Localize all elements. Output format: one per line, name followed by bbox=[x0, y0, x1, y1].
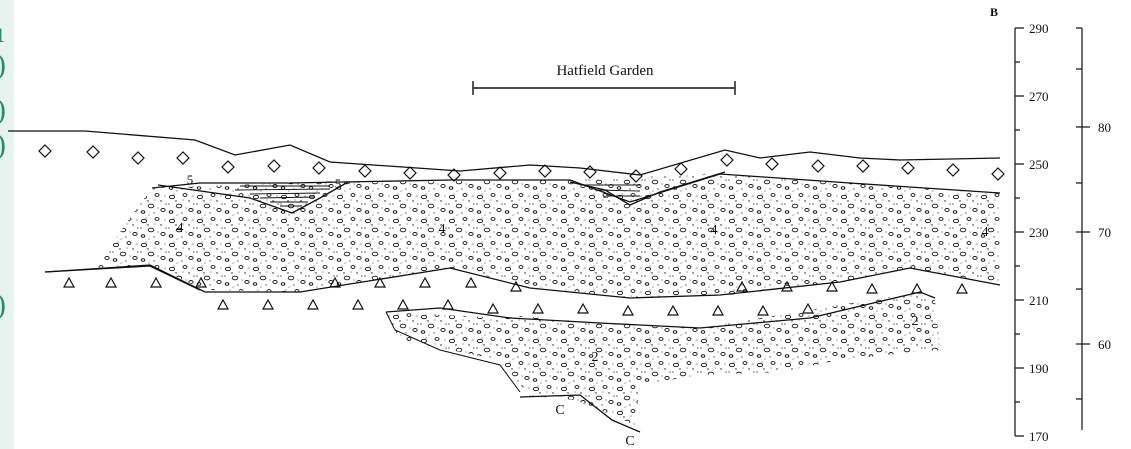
elevation-scale-left bbox=[1015, 28, 1024, 436]
hatfield-garden-extent-bar bbox=[473, 81, 735, 95]
unit-4-label: 4 bbox=[177, 221, 184, 236]
right-axis-tick-label: 70 bbox=[1098, 225, 1111, 240]
left-axis-tick-label: 230 bbox=[1029, 225, 1049, 240]
left-axis-tick-label: 190 bbox=[1029, 361, 1049, 376]
left-axis-tick-label: 170 bbox=[1029, 429, 1049, 444]
elevation-scale-right bbox=[1076, 28, 1090, 430]
left-axis-tick-label: 270 bbox=[1029, 89, 1049, 104]
unit-4-gravel bbox=[95, 174, 1000, 298]
c-label: C bbox=[555, 403, 564, 418]
unit-5-label: 5 bbox=[603, 186, 610, 201]
unit-5-label: 5 bbox=[335, 176, 342, 191]
unit-2-label: 2 bbox=[912, 314, 919, 329]
unit-4-label: 4 bbox=[439, 222, 446, 237]
right-axis-tick-label: 80 bbox=[1098, 120, 1111, 135]
unit-5-label: 5 bbox=[187, 172, 194, 187]
unit-4-label: 4 bbox=[982, 225, 989, 240]
hatfield-garden-label: Hatfield Garden bbox=[556, 63, 654, 79]
c-label: C bbox=[625, 434, 634, 449]
section-end-label-b: B bbox=[990, 5, 998, 19]
unit-2-label: 2 bbox=[592, 350, 599, 365]
left-axis-tick-label: 290 bbox=[1029, 21, 1049, 36]
unit-4-label: 4 bbox=[711, 223, 718, 238]
left-axis-tick-label: 250 bbox=[1029, 157, 1049, 172]
topsoil-diamond-symbols bbox=[39, 145, 1004, 182]
right-axis-tick-label: 60 bbox=[1098, 337, 1111, 352]
ground-surface-line bbox=[8, 131, 1000, 175]
left-axis-tick-label: 210 bbox=[1029, 293, 1049, 308]
